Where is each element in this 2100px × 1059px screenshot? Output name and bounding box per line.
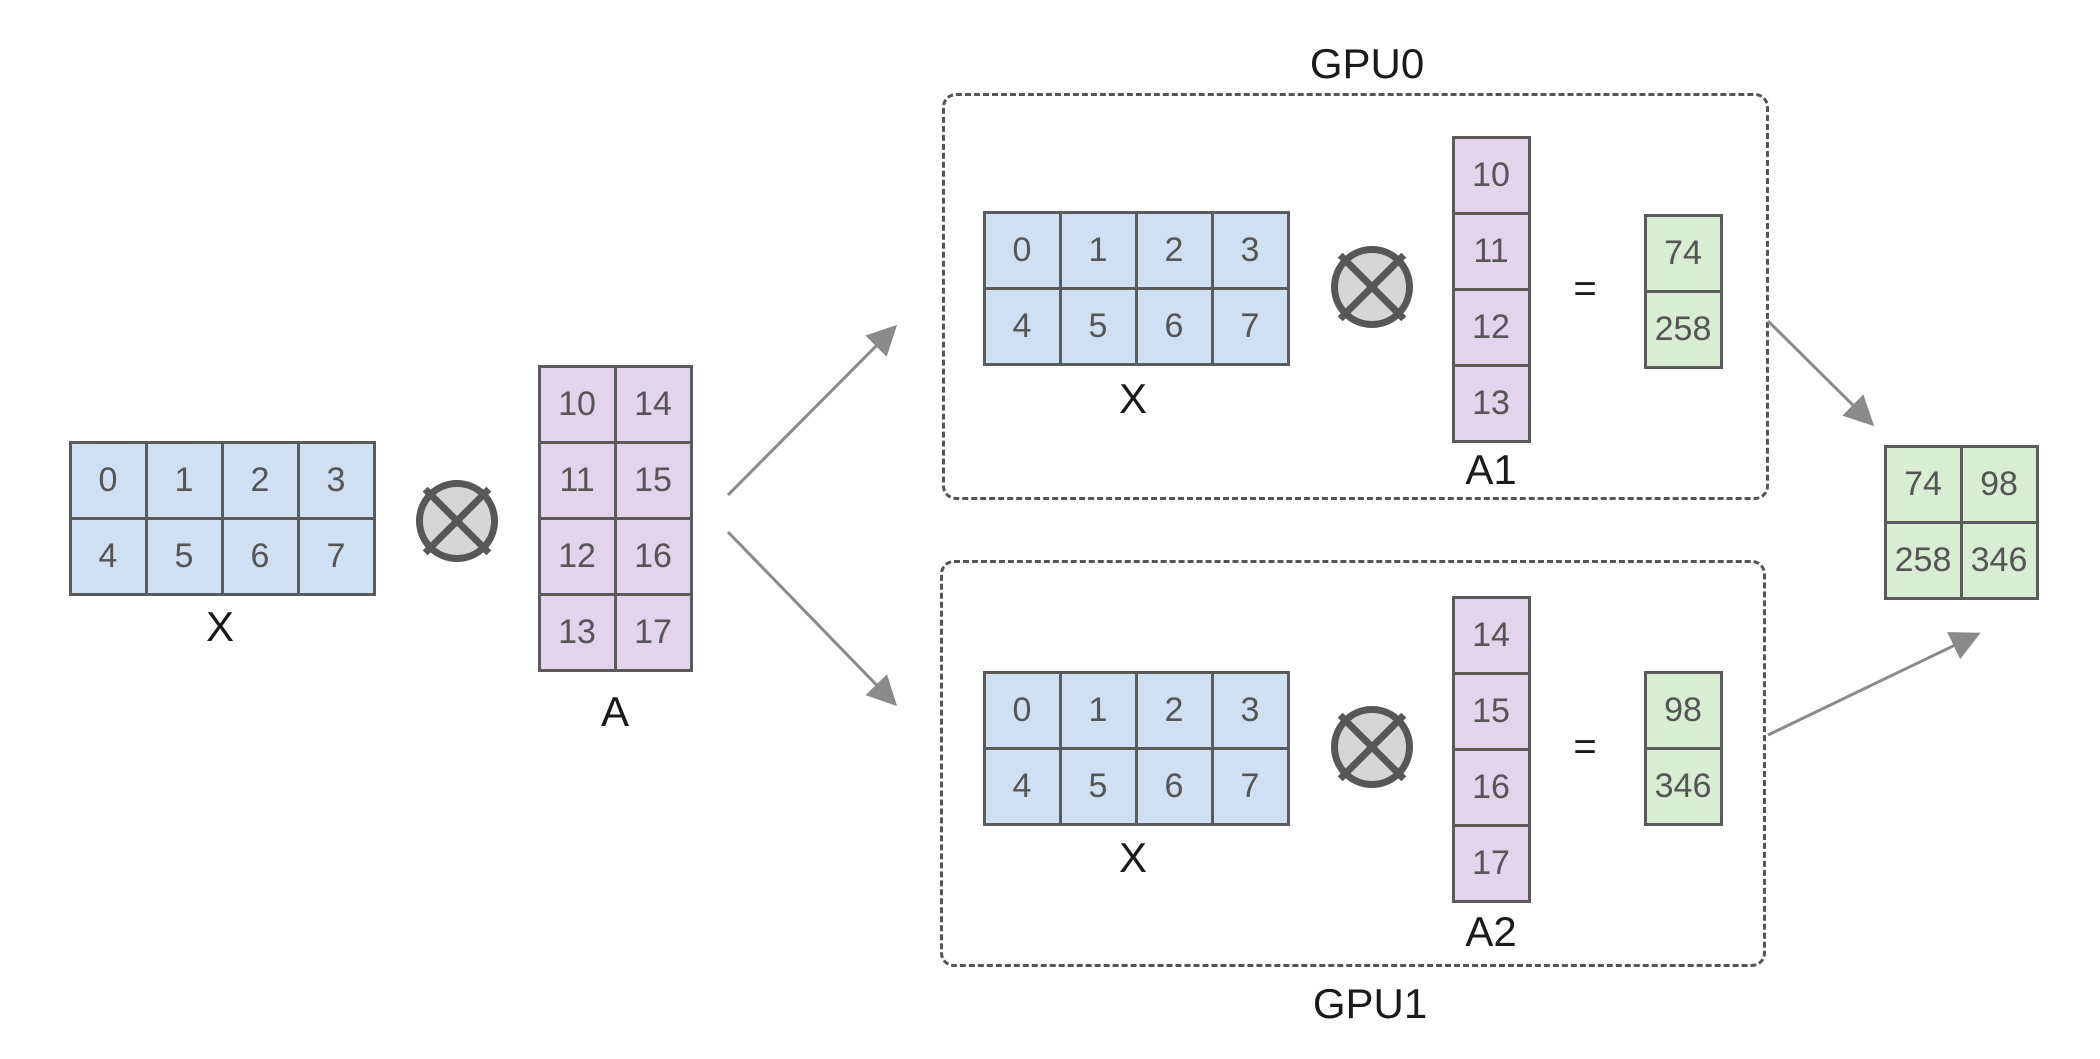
matrix-cell: 7 — [1210, 286, 1290, 366]
matrix-cell: 14 — [1451, 595, 1531, 675]
matrix-cell: 4 — [68, 516, 148, 596]
matrix-cell: 0 — [68, 440, 148, 520]
matrix-cell: 16 — [613, 516, 693, 596]
gpu0-box — [942, 93, 1769, 500]
matrix-cell: 4 — [982, 746, 1062, 826]
matrix-cell: 7 — [1210, 746, 1290, 826]
gpu0-multiply-icon — [1331, 246, 1413, 328]
gpu1-a2-label: A2 — [1465, 908, 1517, 955]
matrix-cell: 3 — [1210, 670, 1290, 750]
gpu1-box — [940, 560, 1766, 967]
gpu0-equals: = — [1573, 266, 1597, 311]
matrix-cell: 0 — [982, 670, 1062, 750]
matrix-cell: 98 — [1643, 670, 1723, 750]
matrix-cell: 6 — [220, 516, 300, 596]
matrix-cell: 6 — [1134, 746, 1214, 826]
matrix-cell: 74 — [1643, 213, 1723, 293]
matrix-cell: 15 — [613, 440, 693, 520]
gpu0-title: GPU0 — [1309, 40, 1425, 87]
gpu1-x-label: X — [1118, 834, 1148, 881]
matrix-cell: 346 — [1959, 520, 2039, 600]
matrix-cell: 2 — [220, 440, 300, 520]
matrix-cell: 0 — [982, 210, 1062, 290]
matrix-cell: 16 — [1451, 747, 1531, 827]
gather-arrow-from-gpu0 — [1766, 319, 1875, 427]
gpu1-equals: = — [1573, 724, 1597, 769]
matrix-cell: 11 — [1451, 211, 1531, 291]
matrix-cell: 10 — [537, 364, 617, 444]
matrix-cell: 13 — [1451, 363, 1531, 443]
matrix-cell: 258 — [1643, 289, 1723, 369]
matrix-cell: 5 — [1058, 286, 1138, 366]
split-arrow-to-gpu1 — [726, 530, 898, 707]
matrix-cell: 17 — [1451, 823, 1531, 903]
matrix-cell: 11 — [537, 440, 617, 520]
matrix-cell: 7 — [296, 516, 376, 596]
input-x-label: X — [205, 603, 235, 650]
gpu1-title: GPU1 — [1312, 980, 1428, 1027]
multiply-icon — [416, 480, 498, 562]
matrix-cell: 10 — [1451, 135, 1531, 215]
split-arrow-to-gpu0 — [726, 324, 898, 497]
matrix-cell: 1 — [1058, 210, 1138, 290]
matrix-cell: 346 — [1643, 746, 1723, 826]
matrix-cell: 14 — [613, 364, 693, 444]
input-a-label: A — [600, 688, 630, 735]
gpu1-multiply-icon — [1331, 706, 1413, 788]
matrix-cell: 17 — [613, 592, 693, 672]
matrix-cell: 1 — [1058, 670, 1138, 750]
matrix-cell: 258 — [1883, 520, 1963, 600]
gpu0-a1-label: A1 — [1465, 446, 1517, 493]
gather-arrow-from-gpu1 — [1767, 632, 1981, 737]
gpu0-x-label: X — [1118, 375, 1148, 422]
